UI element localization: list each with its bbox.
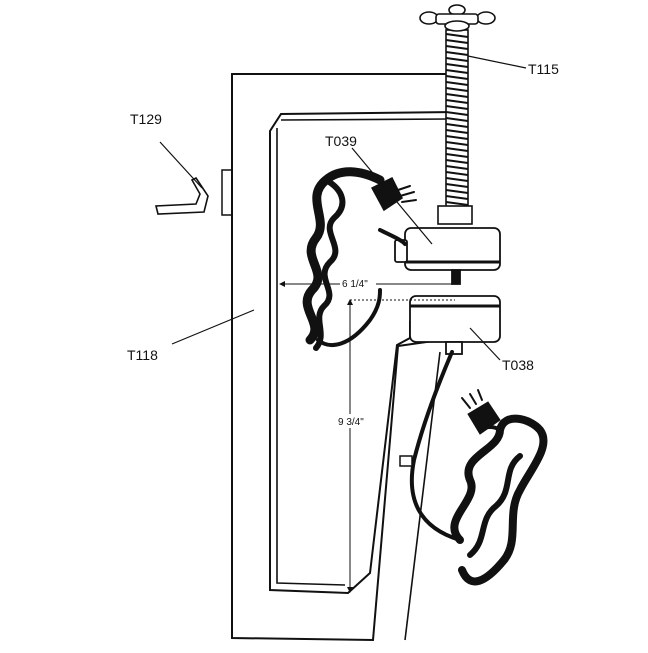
screw-thread: [445, 33, 469, 38]
screw-thread: [445, 189, 469, 194]
label-screw: T115: [528, 61, 559, 77]
lower-plug: [461, 389, 501, 435]
screw-thread: [445, 39, 469, 44]
leader-screw: [467, 55, 527, 69]
screw-thread: [445, 153, 469, 158]
label-lower-platen: T038: [502, 357, 534, 373]
hex-key: [154, 176, 209, 215]
screw-thread: [445, 141, 469, 146]
screw-thread: [445, 135, 469, 140]
screw-thread: [445, 45, 469, 50]
label-hex-key: T129: [130, 111, 162, 127]
leader-frame: [171, 309, 255, 345]
screw-thread: [445, 69, 469, 74]
screw-thread: [445, 183, 469, 188]
upper-platen: [394, 227, 501, 285]
screw-thread: [445, 99, 469, 104]
upper-plug: [370, 176, 417, 212]
screw-assembly: [419, 4, 496, 225]
screw-thread: [445, 63, 469, 68]
screw-thread: [445, 171, 469, 176]
handle-knob: [419, 4, 496, 32]
c-frame: [221, 73, 456, 642]
leader-lower-platen: [469, 327, 501, 361]
screw-thread: [445, 195, 469, 200]
screw-collar: [437, 205, 473, 225]
screw-thread: [445, 201, 469, 206]
screw-thread: [445, 129, 469, 134]
screw-thread: [445, 105, 469, 110]
label-frame: T118: [127, 347, 158, 363]
screw-thread: [445, 57, 469, 62]
cord-clip: [399, 455, 413, 467]
screw-thread: [445, 111, 469, 116]
label-upper-platen: T039: [325, 133, 357, 149]
screw-thread: [445, 165, 469, 170]
screw-thread: [445, 123, 469, 128]
screw-thread: [445, 87, 469, 92]
lower-platen: [409, 295, 501, 355]
screw-thread: [445, 75, 469, 80]
lower-cord: [399, 350, 548, 586]
screw-thread: [445, 51, 469, 56]
screw-thread: [445, 81, 469, 86]
leader-upper-platen: [351, 147, 433, 245]
leader-lines: [159, 55, 527, 361]
screw-thread: [445, 117, 469, 122]
leader-hex-key: [159, 141, 203, 189]
dim-throat-depth: 6 1/4": [342, 279, 368, 290]
upper-cord: [302, 167, 417, 351]
screw-thread: [445, 93, 469, 98]
screw-thread: [445, 177, 469, 182]
dim-throat-height: 9 3/4": [338, 417, 364, 428]
screw-thread: [445, 147, 469, 152]
screw-thread: [445, 159, 469, 164]
